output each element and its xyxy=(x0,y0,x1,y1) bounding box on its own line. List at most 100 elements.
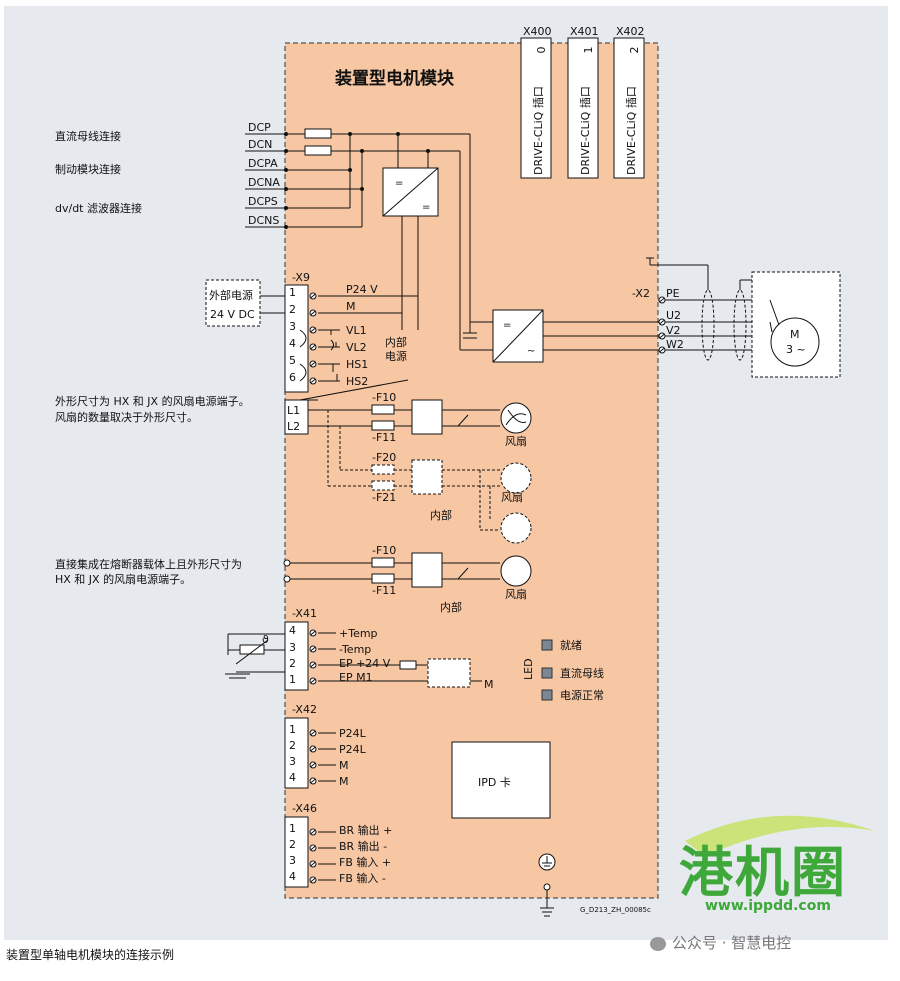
direct-note-2: HX 和 JX 的风扇电源端子。 xyxy=(55,572,191,586)
connector-x401[interactable] xyxy=(567,37,599,179)
fuse-f20: -F20 xyxy=(372,451,396,464)
fuse-f10-direct: -F10 xyxy=(372,544,396,557)
watermark-logo: 港机圈 www.ippdd.com xyxy=(665,806,885,916)
fuse-f11-direct: -F11 xyxy=(372,584,396,597)
svg-text:3: 3 xyxy=(289,320,296,333)
x41-label: -X41 xyxy=(292,607,317,620)
theta-symbol: ϑ xyxy=(262,633,269,646)
svg-text:L1: L1 xyxy=(287,404,300,417)
svg-text:6: 6 xyxy=(289,371,296,384)
svg-text:BR 输出 +: BR 输出 + xyxy=(339,823,392,837)
wechat-watermark: 公众号 · 智慧电控 xyxy=(650,932,791,953)
svg-text:~: ~ xyxy=(527,346,535,357)
svg-text:P24L: P24L xyxy=(339,743,367,756)
svg-text:4: 4 xyxy=(289,771,296,784)
external-supply-line2: 24 V DC xyxy=(210,308,255,321)
x46-connector[interactable] xyxy=(284,816,309,888)
motor: M 3 ~ xyxy=(751,271,841,378)
svg-text:电源正常: 电源正常 xyxy=(560,688,604,702)
svg-text:直流母线: 直流母线 xyxy=(560,666,604,680)
svg-text:3: 3 xyxy=(289,641,296,654)
internal-label-1: 内部 xyxy=(430,508,452,522)
watermark-brand: 港机圈 xyxy=(679,841,847,904)
connector-x400-label: X400 xyxy=(523,25,552,38)
svg-text:P24L: P24L xyxy=(339,727,367,740)
x9-signals: P24 V M VL1 VL2 HS1 HS2 xyxy=(346,283,378,388)
svg-text:4: 4 xyxy=(289,624,296,637)
svg-text:HS1: HS1 xyxy=(346,358,368,371)
x46-signals: BR 输出 + BR 输出 - FB 输入 + FB 输入 - xyxy=(339,823,392,885)
svg-text:HS2: HS2 xyxy=(346,375,368,388)
svg-text:EP +24 V: EP +24 V xyxy=(339,657,391,670)
dvdt-note: dv/dt 滤波器连接 xyxy=(55,202,142,215)
led-ready xyxy=(541,639,553,651)
x9-pins: 1 2 3 4 5 6 xyxy=(289,286,296,384)
x42-signals: P24L P24L M M xyxy=(339,727,367,788)
fuse-f10: -F10 xyxy=(372,391,396,404)
svg-text:5: 5 xyxy=(289,354,296,367)
connector-x400[interactable] xyxy=(520,37,552,179)
x2-v2: V2 xyxy=(666,324,681,337)
brake-note: 制动模块连接 xyxy=(55,163,121,176)
svg-text:VL1: VL1 xyxy=(346,324,367,337)
ipd-card xyxy=(451,741,551,819)
svg-text:1: 1 xyxy=(289,822,296,835)
fan-wiring-internal xyxy=(327,410,500,531)
svg-text:P24 V: P24 V xyxy=(346,283,378,296)
led-indicators: 就绪 直流母线 电源正常 xyxy=(541,638,604,702)
svg-text:3: 3 xyxy=(289,854,296,867)
motor-m: M xyxy=(790,328,800,341)
x41-signals: +Temp -Temp EP +24 V EP M1 xyxy=(339,627,391,684)
svg-text:3: 3 xyxy=(289,755,296,768)
port-0: 0 xyxy=(535,47,548,54)
x2-terminal: -X2 PE U2 V2 W2 xyxy=(632,257,781,361)
brand-swoosh-icon xyxy=(685,815,875,856)
fan-terminal[interactable] xyxy=(284,399,309,435)
figure-caption: 装置型单轴电机模块的连接示例 xyxy=(6,948,175,962)
terminal-dcn: DCN xyxy=(248,138,272,151)
x9-wires xyxy=(290,295,418,401)
svg-text:就绪: 就绪 xyxy=(560,638,582,652)
svg-text:BR 输出 -: BR 输出 - xyxy=(339,839,387,853)
svg-text:=: = xyxy=(395,178,403,189)
x42-connector[interactable] xyxy=(284,717,309,789)
svg-text:M: M xyxy=(339,775,349,788)
dc-bus-note: 直流母线连接 xyxy=(55,129,121,143)
led-label: LED xyxy=(522,658,535,680)
internal-label-2: 内部 xyxy=(440,600,462,614)
x2-pe: PE xyxy=(666,287,680,300)
svg-text:2: 2 xyxy=(289,838,296,851)
direct-fan-wiring xyxy=(290,552,532,588)
terminal-dcps: DCPS xyxy=(248,195,278,208)
external-supply-box xyxy=(205,279,261,327)
svg-text:4: 4 xyxy=(289,870,296,883)
wechat-icon xyxy=(650,936,666,951)
dc-terminal-dots xyxy=(284,132,430,229)
svg-text:=: = xyxy=(422,202,430,213)
svg-text:2: 2 xyxy=(289,303,296,316)
x41-connector[interactable] xyxy=(284,621,309,691)
x42-pins: 1 2 3 4 xyxy=(289,723,296,784)
port-2-label: DRIVE-CLiQ 插口 xyxy=(624,86,638,175)
motor-phase: 3 ~ xyxy=(786,343,806,356)
svg-text:4: 4 xyxy=(289,337,296,350)
fan-label-1: 风扇 xyxy=(505,434,527,448)
port-1-label: DRIVE-CLiQ 插口 xyxy=(578,86,592,175)
external-supply-line1: 外部电源 xyxy=(209,288,253,302)
x46-label: -X46 xyxy=(292,802,317,815)
ipd-card-label: IPD 卡 xyxy=(478,776,511,789)
led-power-ok xyxy=(541,689,553,701)
x2-label: -X2 xyxy=(632,287,650,300)
led-dc-bus xyxy=(541,667,553,679)
terminal-dcna: DCNA xyxy=(248,176,280,189)
terminal-dcp: DCP xyxy=(248,121,271,134)
x9-label: -X9 xyxy=(292,271,310,284)
fuse-f21: -F21 xyxy=(372,491,396,504)
fuse-f11: -F11 xyxy=(372,431,396,444)
svg-text:1: 1 xyxy=(289,673,296,686)
connector-x402[interactable] xyxy=(613,37,645,179)
x2-w2: W2 xyxy=(666,338,684,351)
module-title: 装置型电机模块 xyxy=(334,68,455,89)
